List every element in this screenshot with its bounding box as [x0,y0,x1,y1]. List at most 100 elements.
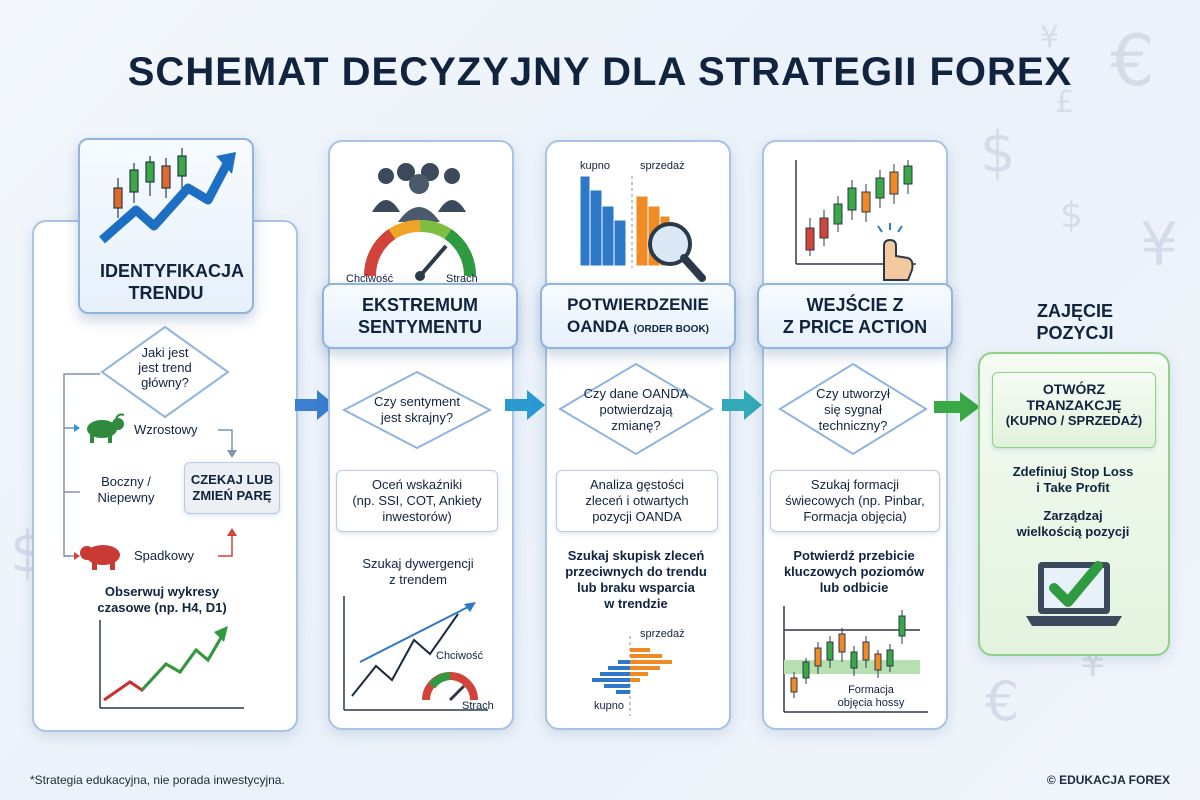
sentiment-title-line: EKSTREMUM [362,295,478,315]
oanda-card: POTWIERDZENIE OANDA (ORDER BOOK) [540,283,736,349]
breakout-chart [783,606,928,713]
sentiment-question-diamond[interactable]: Czy sentyment jest skrajny? [341,370,493,450]
oanda-question-diamond[interactable]: Czy dane OANDA potwierdzają zmianę? [558,362,714,456]
oanda-analysis-box: Analiza gęstości zleceń i otwartych pozy… [556,470,718,532]
page-title: SCHEMAT DECYZYJNY DLA STRATEGII FOREX [127,50,1073,94]
sentiment-note-line: z trendem [389,572,447,587]
trend-chart-icon [99,148,236,244]
oanda-question-line: Czy dane OANDA [583,386,689,401]
order-distribution-chart [592,636,672,716]
engulfing-label-line: objęcia hossy [837,697,905,709]
candle-box-line: Formacja objęcia) [803,509,907,524]
gauge-greed-label: Chciwość [346,273,394,285]
divergence-chart [343,596,488,711]
chart-sell-label: sprzedaż [640,628,685,640]
trend-question-diamond[interactable]: Jaki jest jest trend główny? [100,325,230,419]
bg-euro-symbol: € [985,670,1020,733]
order-book-icon [579,175,706,282]
disclaimer-footer: *Strategia edukacyjna, nie porada inwest… [30,773,285,787]
oanda-question-line: potwierdzają [599,402,673,417]
trend-note-line: czasowe (np. H4, D1) [97,600,227,615]
price-action-question-line: Czy utworzył [816,386,890,401]
position-size-note: Zarządzaj wielkością pozycji [992,508,1154,540]
oanda-question-line: zmianę? [611,418,661,433]
wait-box-line: ZMIEŃ PARĘ [192,488,272,503]
bg-dollar-symbol: $ [980,120,1016,185]
open-trade-line: (KUPNO / SPRZEDAŻ) [1005,413,1143,428]
candle-pattern-box: Szukaj formacji świecowych (np. Pinbar, … [770,470,940,532]
bg-euro-symbol: € [1110,20,1155,102]
sentiment-box-line: Oceń wskaźniki [371,477,463,492]
price-action-note-line: kluczowych poziomów [783,564,925,579]
crowd-icon [372,163,466,222]
oanda-note-line: w trendzie [604,596,668,611]
downtrend-label: Spadkowy [134,548,194,563]
bg-yen-symbol: ¥ [1140,210,1179,280]
oanda-note-line: lub braku wsparcia [577,580,695,595]
oanda-note-line: Szukaj skupisk zleceń [567,548,705,563]
laptop-check-icon [1026,561,1122,626]
trend-line-chart [99,620,244,709]
open-trade-line: OTWÓRZ [1042,381,1106,397]
sentiment-box-line: (np. SSI, COT, Ankiety [352,493,482,508]
uptrend-label: Wzrostowy [134,422,198,437]
engulfing-label-line: Formacja [848,684,894,696]
trend-question-line: Jaki jest [141,345,189,360]
chart-buy-label: kupno [594,700,624,712]
sentiment-card: EKSTREMUM SENTYMENTU [322,283,518,349]
sell-label: sprzedaż [640,160,685,172]
price-action-title-line: WEJŚCIE Z [806,295,904,315]
sentiment-title-line: SENTYMENTU [357,317,482,337]
bear-icon [80,545,120,570]
trend-card-title: IDENTYFIKACJA TRENDU [100,261,245,303]
sideways-line: Niepewny [97,490,155,505]
trend-note: Obserwuj wykresy czasowe (np. H4, D1) [62,584,262,616]
bg-yen-symbol: ¥ [1040,20,1060,55]
price-action-question-line: techniczny? [818,418,888,433]
flow-arrow [722,390,762,420]
oanda-title-line: POTWIERDZENIE [567,295,709,314]
oanda-box-line: pozycji OANDA [592,509,682,524]
oanda-box-line: Analiza gęstości [590,477,684,492]
position-size-line: wielkością pozycji [1016,524,1130,539]
sentiment-card-title: EKSTREMUM SENTYMENTU [324,294,516,338]
trend-note-line: Obserwuj wykresy [104,584,220,599]
sentiment-note: Szukaj dywergencji z trendem [336,556,500,588]
stop-loss-note: Zdefiniuj Stop Loss i Take Profit [992,464,1154,496]
stop-loss-line: Zdefiniuj Stop Loss [1012,464,1134,479]
open-trade-line: TRANZAKCJĘ [1026,397,1122,413]
oanda-note-line: przeciwnych do trendu [565,564,707,579]
price-action-note-line: Potwierdź przebicie [793,548,915,563]
trend-question-line: jest trend [138,360,192,375]
oanda-title-small: (ORDER BOOK) [633,324,709,335]
trend-question-line: główny? [141,375,189,390]
chart-fear-label: Strach [462,700,494,712]
sentiment-gauge [363,220,477,281]
price-action-note: Potwierdź przebicie kluczowych poziomów … [768,548,940,596]
candle-box-line: świecowych (np. Pinbar, [785,493,925,508]
branch-connectors [63,373,237,560]
position-title-line: ZAJĘCIE [1036,301,1114,321]
price-action-note-line: lub odbicie [819,580,889,595]
price-action-title-line: Z PRICE ACTION [782,317,928,337]
engulfing-label: Formacja objęcia hossy [826,684,916,710]
price-action-question-diamond[interactable]: Czy utworzył się sygnał techniczny? [778,362,928,456]
oanda-card-title: POTWIERDZENIE OANDA (ORDER BOOK) [542,294,734,341]
wait-box-line: CZEKAJ LUB [190,472,274,487]
sentiment-indicators-box: Oceń wskaźniki (np. SSI, COT, Ankiety in… [336,470,498,532]
open-trade-button[interactable]: OTWÓRZ TRANZAKCJĘ (KUPNO / SPRZEDAŻ) [992,372,1156,448]
flow-arrow [934,392,980,422]
candlestick-touch-icon [795,160,916,281]
candle-box-line: Szukaj formacji [810,477,900,492]
flow-arrow [295,390,335,420]
sideways-label: Boczny / Niepewny [86,474,166,506]
position-title-line: POZYCJI [1036,323,1114,343]
oanda-title-line: OANDA [567,317,629,336]
sentiment-question-line: Czy sentyment [374,394,460,409]
oanda-box-line: zleceń i otwartych [585,493,689,508]
sideways-line: Boczny / [101,474,151,489]
gauge-fear-label: Strach [446,273,478,285]
wait-or-change-box[interactable]: CZEKAJ LUB ZMIEŃ PARĘ [184,462,280,514]
copyright-footer: © EDUKACJA FOREX [1046,773,1170,787]
sentiment-question-line: jest skrajny? [380,410,454,425]
